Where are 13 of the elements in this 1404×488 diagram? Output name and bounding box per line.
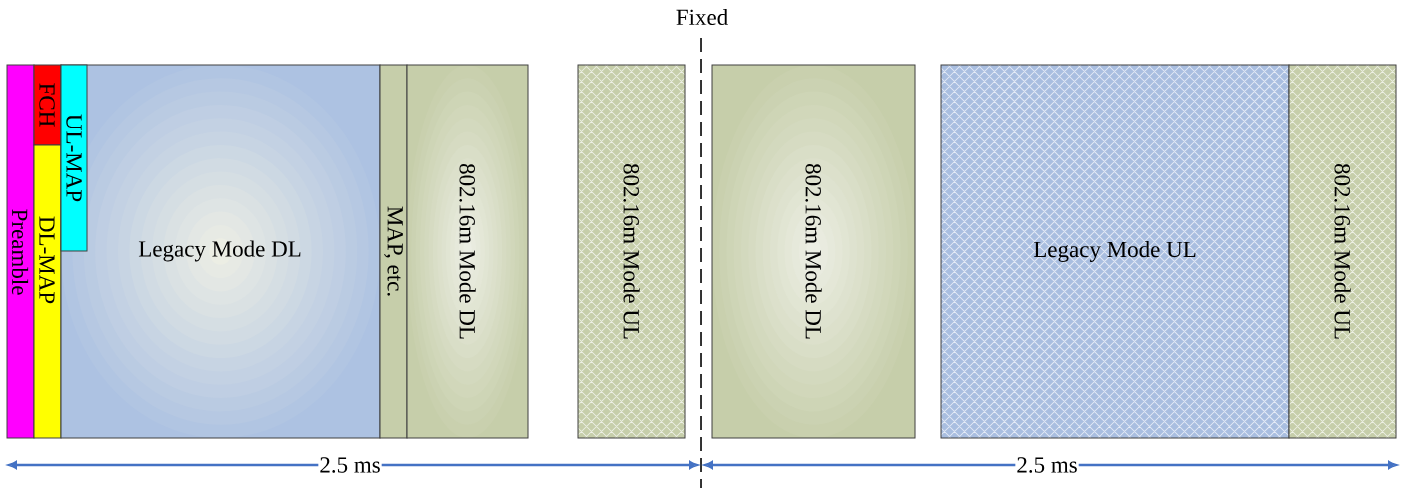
- block-label: UL-MAP: [66, 114, 82, 202]
- block-label: FCH: [39, 83, 55, 127]
- block-label: 802.16m Mode UL: [1334, 163, 1351, 339]
- block-label: 802.16m Mode DL: [459, 163, 476, 339]
- dimension-label: 2.5 ms: [318, 456, 382, 474]
- block-label: Legacy Mode DL: [138, 240, 301, 262]
- block-label: 802.16m Mode DL: [805, 163, 822, 339]
- block-label: MAP, etc.: [384, 206, 403, 296]
- block-label: Legacy Mode UL: [1033, 241, 1196, 262]
- block-label: 802.16m Mode UL: [623, 163, 640, 339]
- fixed-label: Fixed: [674, 7, 730, 27]
- block-label: DL-MAP: [39, 216, 55, 304]
- block-label: Preamble: [11, 209, 29, 295]
